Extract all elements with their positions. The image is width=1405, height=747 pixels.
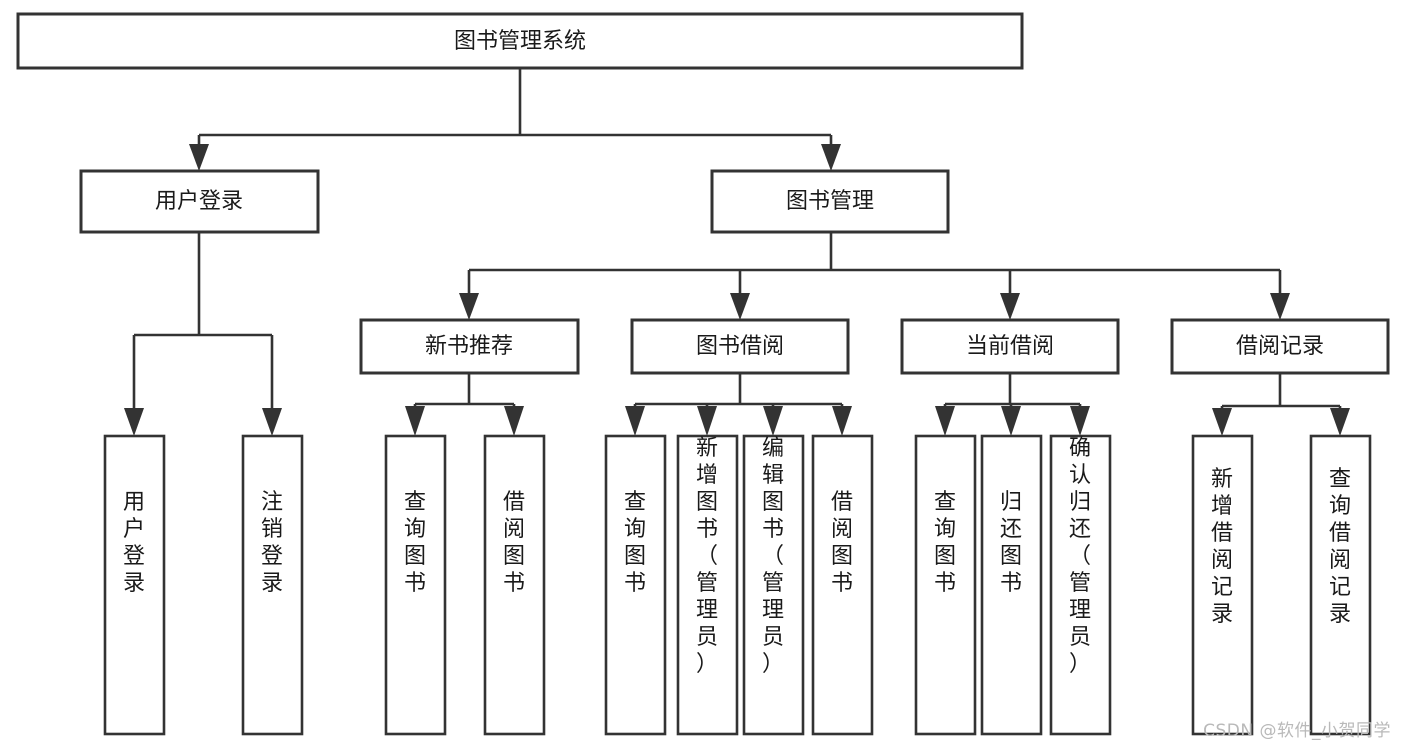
node-leaf-borrow-book-2-box[interactable] [811,434,874,736]
node-leaf-add-book[interactable]: 新增图书（管理员） [676,434,739,736]
node-leaf-confirm-return-label: 确认归还（管理员） [1069,436,1091,677]
node-leaf-query-book-3-label: 查询图书 [934,490,956,596]
arrowhead-leaf-confirm-return [1070,406,1090,436]
node-current-borrow-box[interactable] [900,318,1120,375]
node-book-manage-box[interactable] [710,169,950,234]
node-leaf-return-book-box[interactable] [980,434,1043,736]
node-leaf-return-book-label: 归还图书 [1000,490,1022,596]
node-leaf-add-book-box[interactable] [676,434,739,736]
node-leaf-edit-book[interactable]: 编辑图书（管理员） [742,434,805,736]
connector-layer [124,68,1350,436]
node-book-borrow-label: 图书借阅 [696,334,784,359]
arrowhead-borrow-record [1270,293,1290,320]
csdn-watermark: CSDN @软件_小贺同学 [1203,721,1391,741]
node-book-manage-label: 图书管理 [786,189,874,214]
node-leaf-borrow-book-1-box[interactable] [483,434,546,736]
arrowhead-leaf-return-book [1001,406,1021,436]
node-leaf-confirm-return-box[interactable] [1049,434,1112,736]
arrowhead-current-borrow [1000,293,1020,320]
node-user-login-label: 用户登录 [155,189,243,214]
node-leaf-query-book-1-box[interactable] [384,434,447,736]
node-leaf-query-book-3-box[interactable] [914,434,977,736]
arrowhead-leaf-edit-book [763,406,783,436]
node-leaf-add-record-label: 新增借阅记录 [1211,467,1233,627]
node-leaf-add-record-box[interactable] [1191,434,1254,736]
node-leaf-user-login-label: 用户登录 [123,490,145,596]
arrowhead-leaf-user-login [124,408,144,436]
node-leaf-borrow-book-1[interactable]: 借阅图书 [483,434,546,736]
node-root[interactable]: 图书管理系统 [16,12,1024,70]
node-leaf-query-book-1[interactable]: 查询图书 [384,434,447,736]
node-leaf-borrow-book-1-label: 借阅图书 [503,490,525,596]
node-leaf-user-login-box[interactable] [103,434,166,736]
node-root-label: 图书管理系统 [454,29,586,54]
node-leaf-edit-book-label: 编辑图书（管理员） [762,436,784,677]
node-leaf-query-record-box[interactable] [1309,434,1372,736]
arrowhead-leaf-query-book-2 [625,406,645,436]
node-borrow-record-box[interactable] [1170,318,1390,375]
node-leaf-add-book-label: 新增图书（管理员） [696,436,718,677]
arrowhead-leaf-borrow-book-1 [504,406,524,436]
node-leaf-edit-book-box[interactable] [742,434,805,736]
node-leaf-query-record[interactable]: 查询借阅记录 [1309,434,1372,736]
node-user-login-box[interactable] [79,169,320,234]
node-book-borrow[interactable]: 图书借阅 [630,318,850,375]
node-leaf-confirm-return[interactable]: 确认归还（管理员） [1049,434,1112,736]
node-leaf-user-login[interactable]: 用户登录 [103,434,166,736]
node-book-borrow-box[interactable] [630,318,850,375]
node-leaf-query-book-2-box[interactable] [604,434,667,736]
arrowhead-leaf-borrow-book-2 [832,406,852,436]
node-leaf-query-book-3[interactable]: 查询图书 [914,434,977,736]
node-book-manage[interactable]: 图书管理 [710,169,950,234]
arrowhead-book-borrow [730,293,750,320]
node-leaf-borrow-book-2[interactable]: 借阅图书 [811,434,874,736]
node-new-book-recommend[interactable]: 新书推荐 [359,318,580,375]
arrowhead-book-manage [821,144,841,171]
node-borrow-record-label: 借阅记录 [1236,334,1324,359]
arrowhead-leaf-query-record [1330,408,1350,436]
node-current-borrow-label: 当前借阅 [966,334,1054,359]
node-root-box[interactable] [16,12,1024,70]
node-current-borrow[interactable]: 当前借阅 [900,318,1120,375]
node-leaf-add-record[interactable]: 新增借阅记录 [1191,434,1254,736]
node-leaf-query-record-label: 查询借阅记录 [1329,467,1351,627]
arrowhead-leaf-add-record [1212,408,1232,436]
arrowhead-leaf-user-logout [262,408,282,436]
node-leaf-query-book-2[interactable]: 查询图书 [604,434,667,736]
arrowhead-new-book-recommend [459,293,479,320]
node-leaf-user-logout-box[interactable] [241,434,304,736]
node-user-login[interactable]: 用户登录 [79,169,320,234]
arrowhead-leaf-add-book [697,406,717,436]
node-borrow-record[interactable]: 借阅记录 [1170,318,1390,375]
node-leaf-query-book-1-label: 查询图书 [404,490,426,596]
arrowhead-user-login [189,144,209,171]
node-leaf-user-logout[interactable]: 注销登录 [241,434,304,736]
node-new-book-recommend-box[interactable] [359,318,580,375]
arrowhead-leaf-query-book-1 [405,406,425,436]
node-leaf-query-book-2-label: 查询图书 [624,490,646,596]
node-new-book-recommend-label: 新书推荐 [425,334,513,359]
node-leaf-user-logout-label: 注销登录 [261,490,283,596]
node-leaf-return-book[interactable]: 归还图书 [980,434,1043,736]
node-leaf-borrow-book-2-label: 借阅图书 [831,490,853,596]
arrowhead-leaf-query-book-3 [935,406,955,436]
